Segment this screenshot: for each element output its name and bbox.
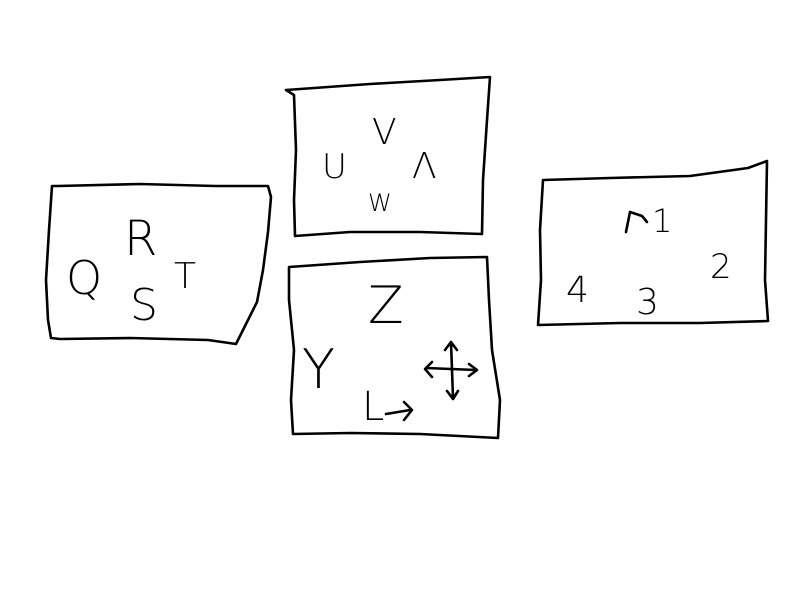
glyph-w: W [368, 189, 392, 217]
glyph-y: Y [302, 338, 335, 401]
box-bottom-middle-outline [287, 255, 502, 440]
glyph-lambda: Λ [412, 146, 437, 187]
hook-flag-icon [624, 210, 649, 234]
glyph-s: S [130, 280, 158, 331]
glyph-t: T [174, 256, 196, 297]
box-bottom-middle: Z Y L [287, 255, 502, 440]
glyph-r: R [124, 211, 157, 267]
glyph-2: 2 [710, 247, 732, 287]
box-left: Q R S T [44, 182, 273, 346]
glyph-l: L [362, 384, 384, 430]
box-top-middle: U V W Λ [284, 75, 492, 238]
move-cross-arrows-icon [423, 340, 479, 401]
glyph-v: V [372, 112, 397, 153]
hook-arrow-icon [384, 400, 414, 422]
glyph-q: Q [66, 251, 102, 305]
glyph-1: 1 [652, 202, 672, 240]
box-left-outline [44, 182, 273, 346]
box-right-outline [536, 159, 770, 327]
glyph-3: 3 [636, 282, 659, 323]
box-top-middle-outline [284, 75, 492, 238]
glyph-4: 4 [566, 270, 589, 311]
glyph-z: Z [368, 276, 404, 336]
glyph-u: U [322, 147, 347, 187]
box-right: 4 1 2 3 [536, 159, 770, 327]
